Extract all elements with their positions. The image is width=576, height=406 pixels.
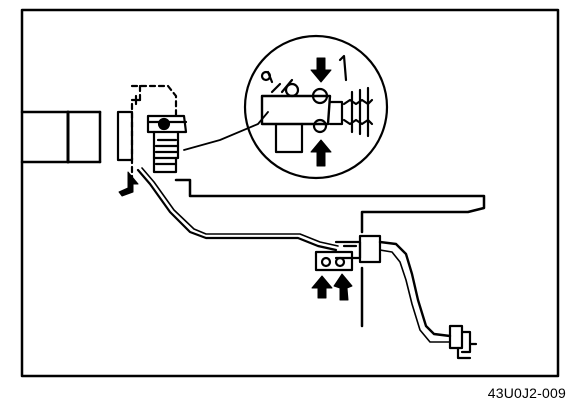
brake-line-main: [136, 168, 338, 252]
arrow-up-icon: [310, 139, 332, 167]
figure-code: 43U0J2-009: [487, 385, 566, 401]
arrow-up-icon: [311, 275, 333, 299]
valve-assembly: [116, 84, 188, 180]
arrow-down-icon: [310, 57, 332, 83]
arrow-up-icon: [333, 273, 353, 301]
body-outline: [174, 178, 486, 234]
frame-rail: [20, 110, 102, 164]
hose-end-fitting: [448, 324, 478, 360]
brake-hose: [378, 240, 452, 338]
brake-line-main-inner: [141, 167, 339, 247]
arrow-up-icon: [118, 171, 139, 197]
brake-hose-inner: [379, 249, 451, 343]
detail-magnified-view: [243, 34, 389, 180]
junction-block: [314, 234, 382, 272]
figure-frame: [20, 8, 560, 378]
